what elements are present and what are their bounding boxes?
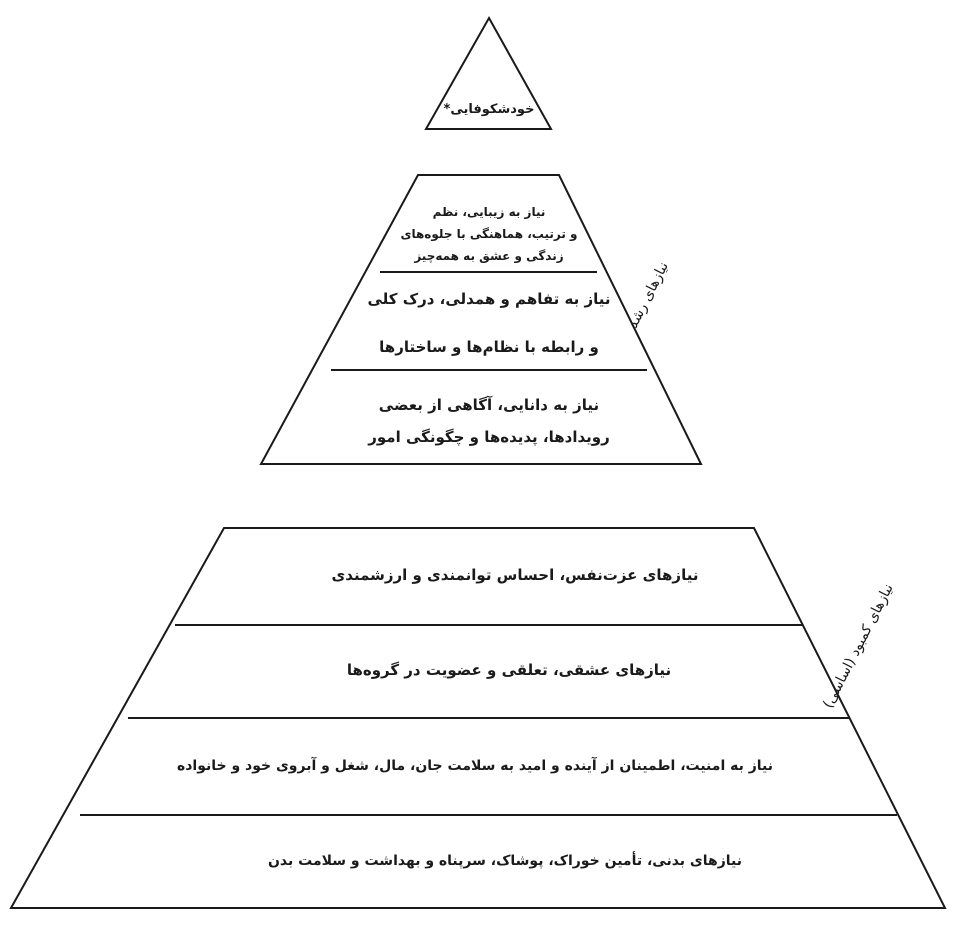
peak-triangle <box>424 15 553 130</box>
growth-tier-knowledge-line-2: رویدادها، پدیده‌ها و چگونگی امور <box>367 428 609 447</box>
growth-tier-understanding-line-2: و رابطه با نظام‌ها و ساختارها <box>379 338 599 356</box>
deficiency-tier-esteem: نیازهای عزت‌نفس، احساس توانمندی و ارزشمن… <box>332 566 699 584</box>
deficiency-tier-safety: نیاز به امنیت، اطمینان از آینده و امید ب… <box>177 756 773 774</box>
growth-needs-outline <box>259 174 703 465</box>
growth-tier-knowledge: نیاز به دانایی، آگاهی از بعضی رویدادها، … <box>367 396 609 447</box>
peak-block: خودشکوفایی* <box>424 15 553 130</box>
growth-tier-aesthetic-line-3: زندگی و عشق به همه‌چیز <box>413 249 563 264</box>
deficiency-needs-block: نیازهای عزت‌نفس، احساس توانمندی و ارزشمن… <box>9 527 947 909</box>
deficiency-needs-side-label: نیازهای کمبود (اساسی) <box>820 581 897 711</box>
deficiency-tier-physiological: نیازهای بدنی، تأمین خوراک، پوشاک، سرپناه… <box>268 851 742 869</box>
growth-tier-aesthetic: نیاز به زیبایی، نظم و ترتیب، هماهنگی با … <box>400 205 577 264</box>
growth-tier-aesthetic-line-2: و ترتیب، هماهنگی با جلوه‌های <box>400 227 577 242</box>
growth-needs-block: نیاز به زیبایی، نظم و ترتیب، هماهنگی با … <box>259 174 703 465</box>
growth-tier-understanding-line-1: نیاز به تفاهم و همدلی، درک کلی <box>368 290 611 308</box>
growth-tier-understanding: نیاز به تفاهم و همدلی، درک کلی و رابطه ب… <box>368 290 611 356</box>
deficiency-tier-belonging: نیازهای عشقی، تعلقی و عضویت در گروه‌ها <box>347 661 671 679</box>
peak-label: خودشکوفایی* <box>444 102 535 117</box>
growth-tier-knowledge-line-1: نیاز به دانایی، آگاهی از بعضی <box>379 396 599 414</box>
growth-tier-aesthetic-line-1: نیاز به زیبایی، نظم <box>433 205 546 219</box>
growth-needs-side-label: نیازهای رشد <box>625 259 672 330</box>
